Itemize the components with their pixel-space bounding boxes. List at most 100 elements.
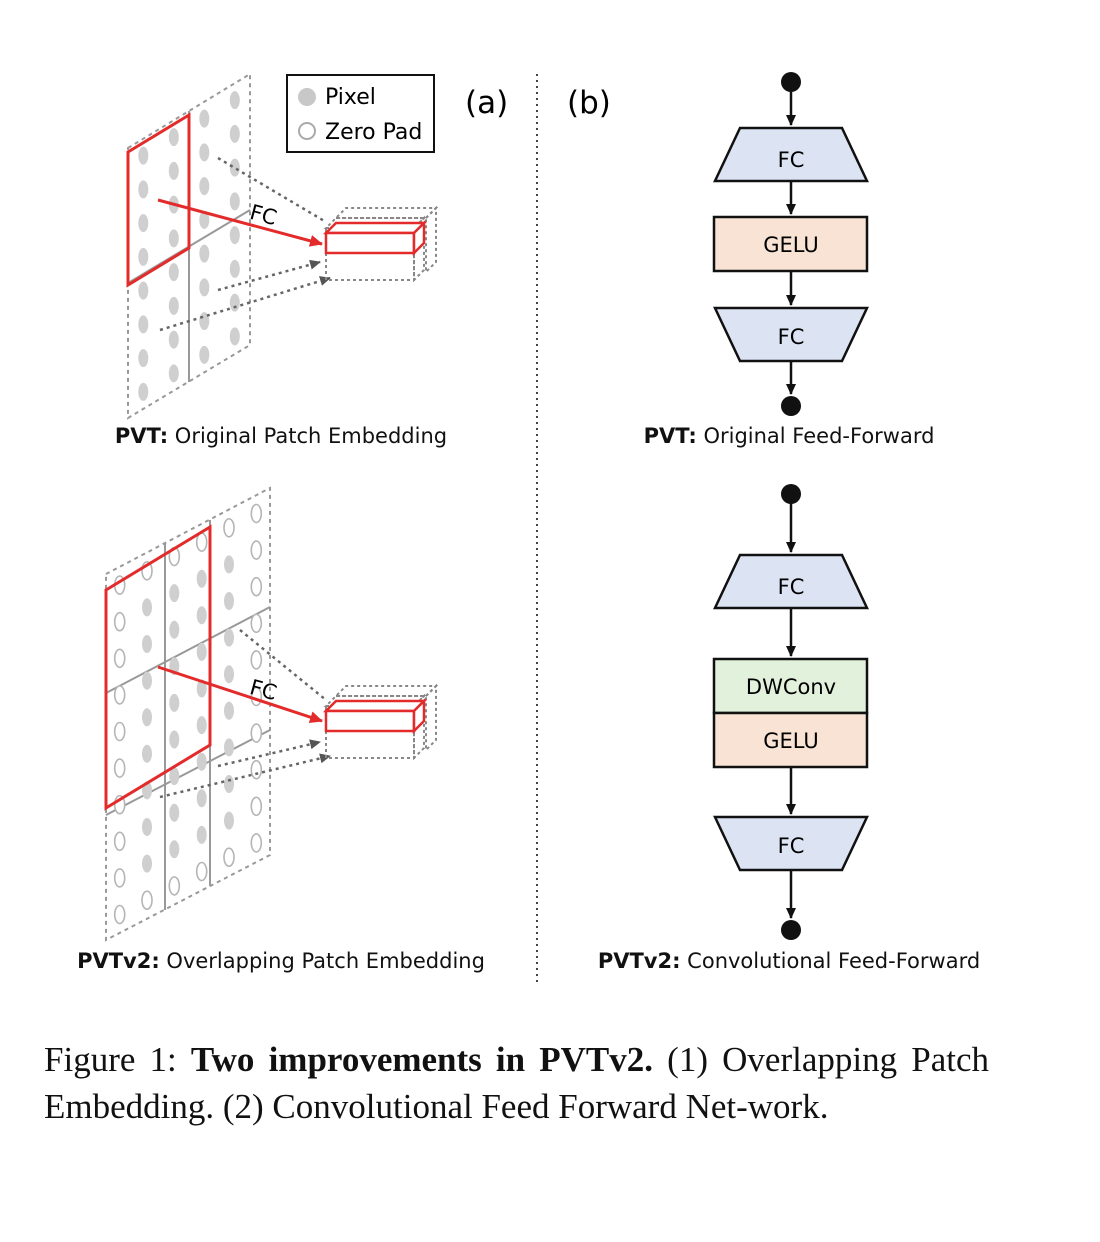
pixel-dot [168, 161, 179, 180]
overlapping-patch-highlight [104, 524, 212, 811]
pixel-dot [113, 685, 126, 705]
output-node [781, 920, 801, 940]
input-node [781, 484, 801, 504]
pixel-dot [169, 730, 180, 749]
legend: Pixel Zero Pad [286, 74, 435, 153]
pixel-dot [168, 330, 179, 349]
pixel-dot [168, 128, 179, 147]
fc-block [713, 126, 869, 183]
pixel-dot [250, 833, 263, 853]
pixel-dot [168, 263, 179, 282]
input-node [781, 72, 801, 92]
pixel-dot [142, 671, 152, 690]
pixel-legend-icon [298, 88, 316, 106]
fc-block [713, 815, 869, 872]
pixel-dot [141, 890, 153, 911]
gelu-block-label: GELU [763, 729, 819, 753]
pixel-dot [196, 642, 207, 661]
pixel-dot [169, 584, 180, 603]
pixel-dot [224, 811, 234, 830]
fc-block [713, 553, 869, 610]
pixel-dot [224, 701, 234, 720]
fc-block-label: FC [778, 834, 805, 858]
fc-projection-arrow [157, 198, 323, 247]
pixel-dot [199, 244, 210, 263]
pixel-dot [196, 789, 207, 808]
patch-divider-horizontal [105, 606, 271, 694]
pixel-dot [168, 229, 179, 248]
pvtv2-patch-embedding-caption: PVTv2: Overlapping Patch Embedding [77, 949, 485, 973]
guide-line [239, 629, 327, 701]
output-node [781, 396, 801, 416]
pixel-dot [199, 177, 210, 196]
pixel-dot [169, 767, 180, 786]
figure-diagram: FC Pixel Zero Pad (a) [104, 72, 869, 985]
pixel-dot [138, 247, 149, 266]
pixel-dot [169, 803, 180, 822]
pixel-dot [199, 345, 210, 364]
fc-block-label: FC [778, 325, 805, 349]
guide-arrow [159, 276, 331, 332]
dwconv-block-label: DWConv [746, 675, 836, 699]
zero-pad-legend-icon [298, 122, 316, 140]
legend-box [286, 74, 435, 153]
gelu-block-label: GELU [763, 233, 819, 257]
fc-block [713, 306, 869, 363]
patch-highlight [126, 112, 191, 288]
fc-block-label: FC [778, 148, 805, 172]
pixel-dot [229, 327, 240, 346]
pixel-dot [250, 576, 263, 597]
pixel-dot [250, 613, 263, 634]
pixel-dot [199, 210, 210, 229]
pixel-dot [229, 226, 240, 245]
pixel-dot [138, 382, 149, 401]
pixel-dot [196, 679, 207, 698]
pixel-dot [113, 831, 126, 852]
output-token [322, 697, 428, 735]
guide-arrow [159, 753, 331, 799]
pixel-dot [142, 708, 152, 727]
pixel-dot [224, 555, 234, 574]
pixel-dot [169, 620, 180, 639]
pixel-dot [223, 847, 235, 868]
pixel-dot [229, 91, 240, 110]
pixel-dot [142, 635, 152, 653]
panel-b-label: (b) [567, 85, 611, 121]
pixel-dot [138, 146, 149, 165]
pixel-dot [168, 364, 179, 383]
pixel-dot [168, 876, 181, 896]
pvtv2-patch-embedding-diagram: FC [104, 486, 439, 942]
pixel-dot [250, 540, 263, 560]
pixel-dot [168, 296, 179, 315]
pixel-dot [223, 517, 235, 538]
pvt-feed-forward-caption: PVT: Original Feed-Forward [643, 424, 935, 448]
pixel-dot [250, 796, 263, 817]
pixel-dots [138, 91, 240, 401]
fc-block-label: FC [778, 575, 805, 599]
pixel-dots [113, 503, 263, 925]
pixel-dot [138, 180, 149, 199]
figure-caption: Figure 1: Two improvements in PVTv2. (1)… [44, 1040, 989, 1126]
pixel-dot [196, 752, 207, 771]
pixel-dot [138, 315, 149, 334]
pvt-patch-embedding-diagram: FC [126, 72, 439, 420]
pixel-dot [138, 214, 149, 233]
fc-projection-arrow [157, 665, 323, 723]
pixel-dot [250, 650, 263, 670]
pixel-dot [224, 628, 234, 647]
pixel-dot [229, 259, 240, 278]
pixel-dot [229, 192, 240, 211]
pixel-dot [196, 606, 207, 625]
pixel-dot [113, 758, 126, 778]
panel-a-label: (a) [465, 85, 508, 121]
pixel-dot [113, 611, 126, 632]
pvt-feed-forward-flow: FC GELU FC [712, 72, 869, 416]
pixel-dot [229, 293, 240, 312]
pixel-dot [199, 278, 210, 297]
pvtv2-feed-forward-flow: FC DWConv GELU FC [712, 484, 869, 940]
pixel-dot [169, 840, 180, 859]
pixel-dot [229, 158, 240, 177]
pixel-dot [250, 759, 263, 780]
pixel-dot [142, 818, 152, 836]
output-token [322, 219, 428, 257]
